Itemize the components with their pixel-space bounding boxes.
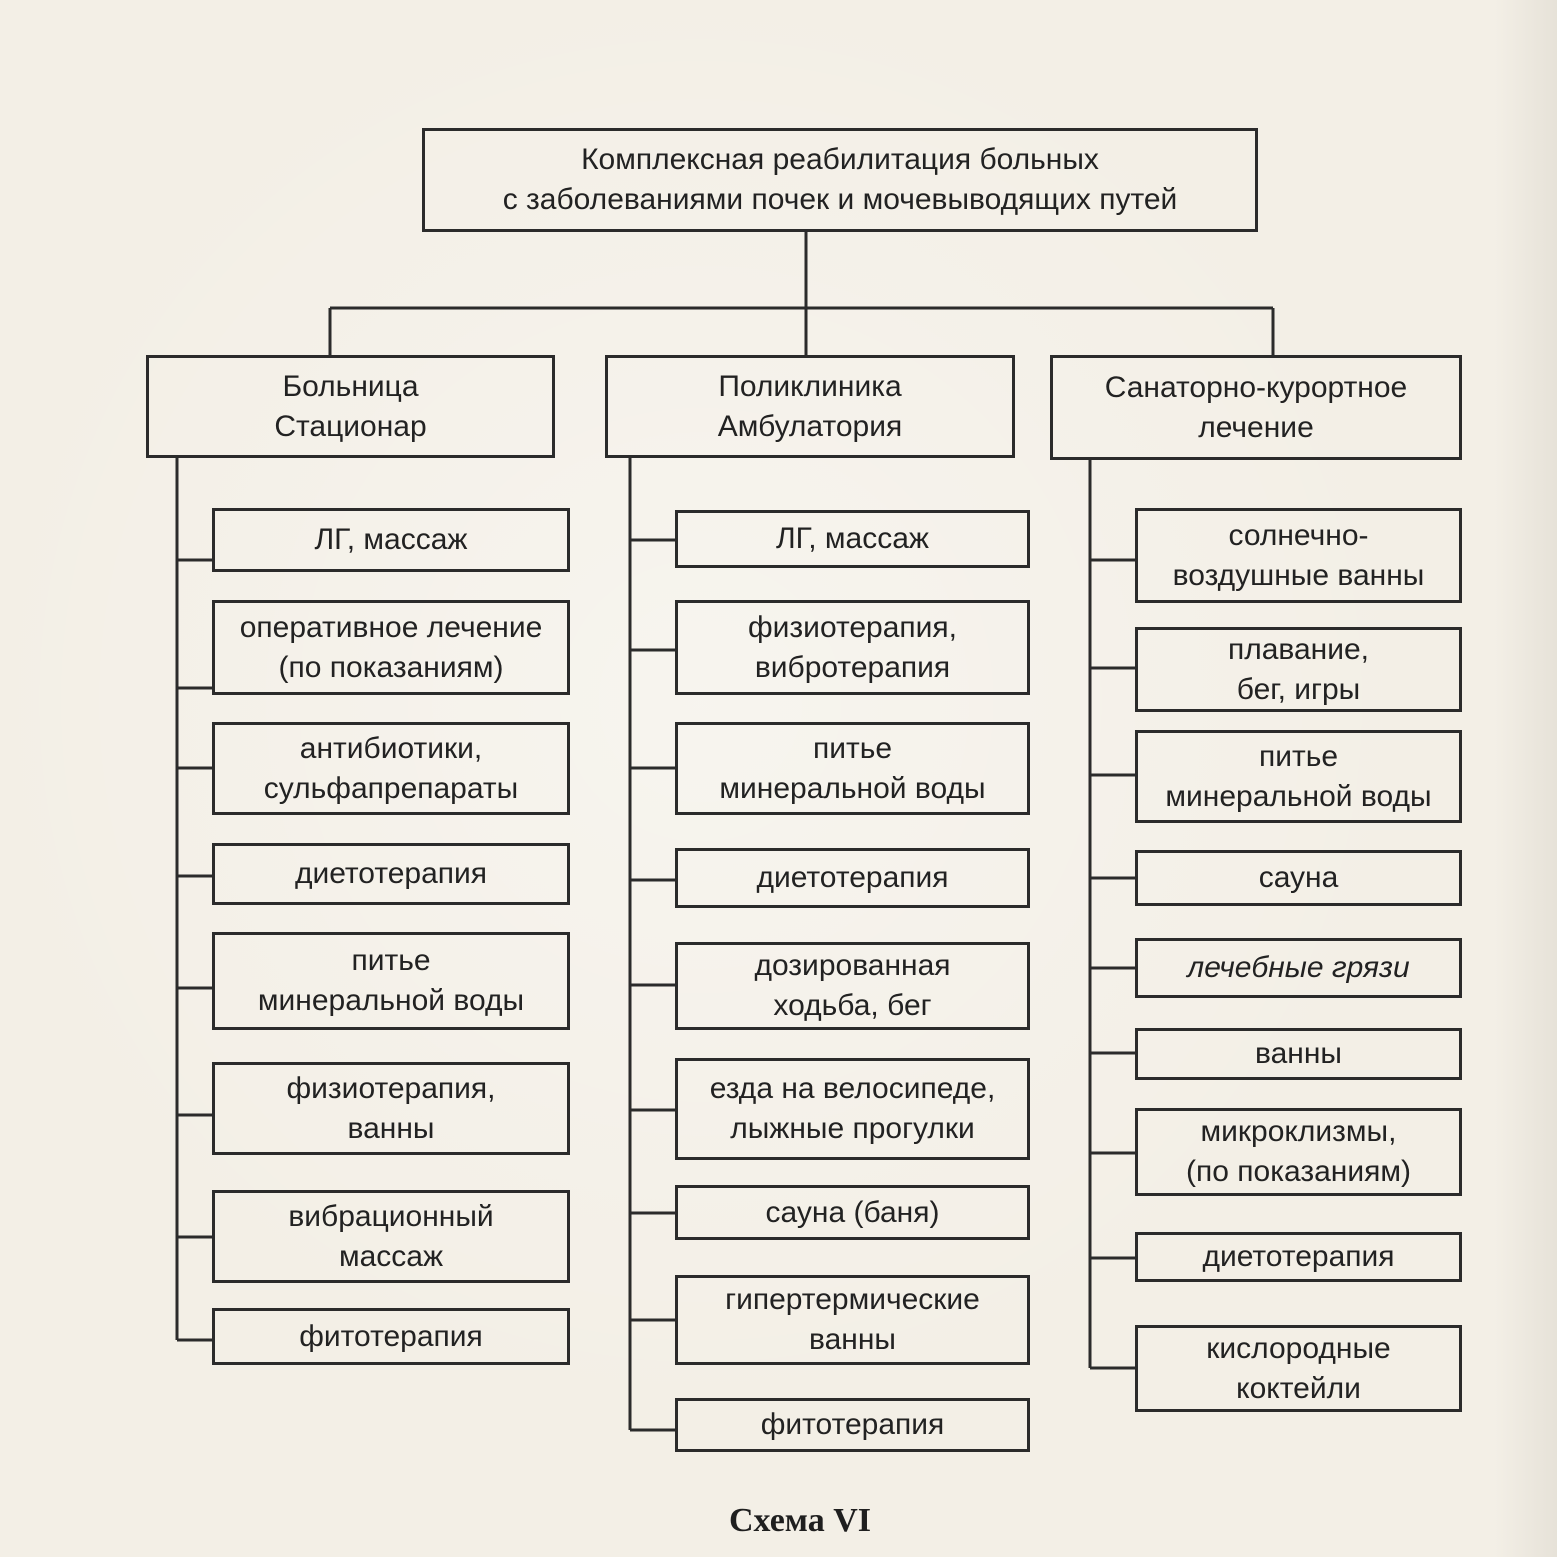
item-line: коктейли (1236, 1371, 1361, 1405)
header-line: лечение (1198, 410, 1314, 444)
item-line: минеральной воды (257, 984, 525, 1017)
sanatorium-item-microenemas: микроклизмы, (по показаниям) (1135, 1108, 1462, 1196)
item-line: диетотерапия (294, 857, 488, 890)
item-line: диетотерапия (1202, 1240, 1395, 1273)
header-line: Поликлиника (718, 369, 902, 403)
sanatorium-item-sun-air-baths: солнечно- воздушные ванны (1135, 508, 1462, 603)
item-line: антибиотики, (299, 731, 483, 765)
hospital-item-surgery: оперативное лечение (по показаниям) (212, 600, 570, 695)
polyclinic-item-physio-vibro: физиотерапия, вибротерапия (675, 600, 1030, 695)
item-line: ванны (1255, 1037, 1342, 1070)
item-line: сауна (баня) (765, 1195, 940, 1229)
item-line: кислородные (1206, 1331, 1391, 1365)
sanatorium-header-box: Санаторно-курортное лечение (1050, 355, 1462, 460)
header-line: Амбулатория (717, 409, 903, 443)
item-line: ванны (347, 1111, 435, 1145)
item-line: ходьба, бег (773, 989, 932, 1022)
item-line: питье (1258, 739, 1339, 773)
root-title-line: Комплексная реабилитация больных (581, 143, 1099, 176)
item-line: массаж (338, 1239, 444, 1273)
item-line: езда на велосипеде, (709, 1072, 996, 1105)
item-line: микроклизмы, (1200, 1115, 1397, 1148)
item-line: плавание, (1227, 632, 1370, 666)
item-line: ванны (809, 1323, 896, 1356)
polyclinic-item-sauna: сауна (баня) (675, 1185, 1030, 1240)
item-line: сауна (1258, 861, 1339, 894)
item-line: бег, игры (1236, 672, 1361, 706)
item-line: фитотерапия (760, 1408, 945, 1441)
root-title-line: с заболеваниями почек и мочевыводящих пу… (502, 183, 1178, 216)
item-line: солнечно- (1228, 518, 1369, 552)
item-line: лечебные грязи (1187, 951, 1410, 984)
diagram-caption: Схема VI (728, 1502, 871, 1539)
polyclinic-item-mineral-water: питье минеральной воды (675, 722, 1030, 815)
hospital-item-lfk-massage: ЛГ, массаж (212, 508, 570, 572)
hospital-item-vibration-massage: вибрационный массаж (212, 1190, 570, 1283)
hospital-item-diet-therapy: диетотерапия (212, 843, 570, 905)
item-line: фитотерапия (299, 1319, 483, 1353)
item-line: (по показаниям) (278, 650, 504, 684)
hospital-item-physiotherapy-baths: физиотерапия, ванны (212, 1062, 570, 1155)
item-line: минеральной воды (1165, 779, 1432, 813)
item-line: (по показаниям) (1186, 1155, 1411, 1188)
polyclinic-item-dosed-walking: дозированная ходьба, бег (675, 942, 1030, 1030)
item-line: оперативное лечение (239, 610, 543, 644)
polyclinic-item-hyperthermic-baths: гипертермические ванны (675, 1275, 1030, 1365)
root-title-box: Комплексная реабилитация больных с забол… (422, 128, 1258, 232)
sanatorium-item-baths: ванны (1135, 1028, 1462, 1080)
sanatorium-item-swimming-running: плавание, бег, игры (1135, 627, 1462, 712)
item-line: минеральной воды (719, 771, 986, 805)
header-line: Стационар (274, 409, 427, 443)
sanatorium-item-therapeutic-mud: лечебные грязи (1135, 938, 1462, 998)
item-line: гипертермические (725, 1283, 980, 1316)
header-line: Больница (282, 369, 419, 403)
header-line: Санаторно-курортное (1104, 370, 1408, 404)
polyclinic-item-diet-therapy: диетотерапия (675, 848, 1030, 908)
polyclinic-header-box: Поликлиника Амбулатория (605, 355, 1015, 458)
item-line: дозированная (754, 949, 951, 982)
polyclinic-item-lfk-massage: ЛГ, массаж (675, 510, 1030, 568)
item-line: вибрационный (288, 1199, 494, 1233)
item-line: питье (812, 731, 893, 765)
hospital-item-antibiotics: антибиотики, сульфапрепараты (212, 722, 570, 815)
item-line: физиотерапия, (286, 1071, 496, 1105)
sanatorium-item-oxygen-cocktails: кислородные коктейли (1135, 1325, 1462, 1412)
hospital-item-phytotherapy: фитотерапия (212, 1308, 570, 1365)
sanatorium-item-diet-therapy: диетотерапия (1135, 1232, 1462, 1282)
item-line: вибротерапия (754, 650, 951, 684)
hospital-item-mineral-water: питье минеральной воды (212, 932, 570, 1030)
hospital-header-box: Больница Стационар (146, 355, 555, 458)
sanatorium-item-mineral-water: питье минеральной воды (1135, 730, 1462, 823)
item-line: диетотерапия (756, 861, 949, 894)
item-line: ЛГ, массаж (775, 522, 929, 555)
sanatorium-item-sauna: сауна (1135, 850, 1462, 906)
polyclinic-item-phytotherapy: фитотерапия (675, 1398, 1030, 1452)
item-line: питье (351, 944, 431, 977)
item-line: физиотерапия, (747, 610, 958, 644)
item-line: воздушные ванны (1172, 558, 1425, 592)
polyclinic-item-cycling-skiing: езда на велосипеде, лыжные прогулки (675, 1058, 1030, 1160)
item-line: ЛГ, массаж (314, 523, 468, 556)
item-line: лыжные прогулки (730, 1112, 975, 1145)
item-line: сульфапрепараты (263, 771, 519, 805)
